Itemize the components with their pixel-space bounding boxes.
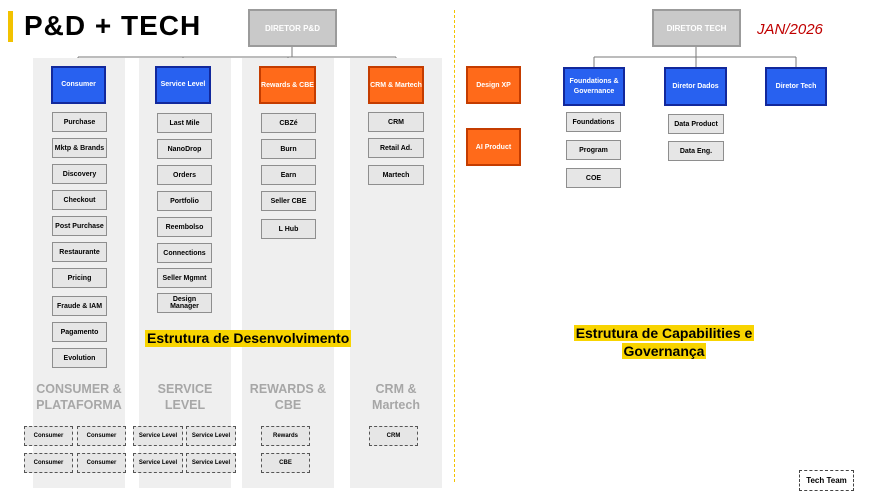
dados-item[interactable]: Data Eng.	[668, 141, 724, 161]
team-box-cbe[interactable]: CBE	[261, 453, 310, 473]
rewards-item[interactable]: Earn	[261, 165, 316, 185]
foundations-item[interactable]: COE	[566, 168, 621, 188]
service-item[interactable]: Seller Mgmnt	[157, 268, 212, 288]
foundations-governance-head[interactable]: Foundations & Governance	[563, 67, 625, 106]
area-label-rewards: REWARDS & CBE	[249, 382, 327, 412]
capabilities-label-line2: Governança	[621, 343, 707, 359]
crm-martech-head[interactable]: CRM & Martech	[368, 66, 424, 104]
team-box-rewards[interactable]: Rewards	[261, 426, 310, 446]
tech-team-legend: Tech Team	[799, 470, 854, 491]
service-item[interactable]: Connections	[157, 243, 212, 263]
team-box-consumer[interactable]: Consumer	[24, 453, 73, 473]
area-label-service: SERVICE LEVEL	[157, 382, 213, 412]
team-box-service[interactable]: Service Level	[186, 453, 236, 473]
rewards-item[interactable]: L Hub	[261, 219, 316, 239]
rewards-cbe-head[interactable]: Rewards & CBE	[259, 66, 316, 104]
crm-item[interactable]: Retail Ad.	[368, 138, 424, 158]
service-item[interactable]: Design Manager	[157, 293, 212, 313]
capabilities-label: Estrutura de Capabilities e Governança	[572, 325, 756, 361]
team-box-service[interactable]: Service Level	[186, 426, 236, 446]
area-label-consumer: CONSUMER & PLATAFORMA	[36, 382, 122, 412]
consumer-item[interactable]: Fraude & IAM	[52, 296, 107, 316]
consumer-item[interactable]: Discovery	[52, 164, 107, 184]
diretor-pd-box[interactable]: DIRETOR P&D	[248, 9, 337, 47]
dev-structure-label: Estrutura de Desenvolvimento	[145, 330, 352, 347]
service-item[interactable]: Reembolso	[157, 217, 212, 237]
consumer-item[interactable]: Mktp & Brands	[52, 138, 107, 158]
consumer-item[interactable]: Pagamento	[52, 322, 107, 342]
team-box-consumer[interactable]: Consumer	[77, 453, 126, 473]
service-item[interactable]: NanoDrop	[157, 139, 212, 159]
foundations-item[interactable]: Program	[566, 140, 621, 160]
consumer-item[interactable]: Post Purchase	[52, 216, 107, 236]
consumer-item[interactable]: Purchase	[52, 112, 107, 132]
diretor-dados-head[interactable]: Diretor Dados	[664, 67, 727, 106]
ai-product-box[interactable]: AI Product	[466, 128, 521, 166]
team-box-service[interactable]: Service Level	[133, 453, 183, 473]
consumer-item[interactable]: Restaurante	[52, 242, 107, 262]
page-title: P&D + TECH	[24, 10, 202, 41]
rewards-item[interactable]: Seller CBE	[261, 191, 316, 211]
service-item[interactable]: Portfolio	[157, 191, 212, 211]
crm-item[interactable]: Martech	[368, 165, 424, 185]
rewards-item[interactable]: CBZé	[261, 113, 316, 133]
foundations-item[interactable]: Foundations	[566, 112, 621, 132]
crm-item[interactable]: CRM	[368, 112, 424, 132]
team-box-consumer[interactable]: Consumer	[77, 426, 126, 446]
service-item[interactable]: Orders	[157, 165, 212, 185]
team-box-crm[interactable]: CRM	[369, 426, 418, 446]
service-item[interactable]: Last Mile	[157, 113, 212, 133]
title-accent-bar	[8, 11, 13, 42]
diretor-tech-head[interactable]: Diretor Tech	[765, 67, 827, 106]
consumer-item[interactable]: Pricing	[52, 268, 107, 288]
rewards-item[interactable]: Burn	[261, 139, 316, 159]
team-box-consumer[interactable]: Consumer	[24, 426, 73, 446]
design-xp-box[interactable]: Design XP	[466, 66, 521, 104]
capabilities-label-line1: Estrutura de Capabilities e	[573, 325, 755, 341]
consumer-item[interactable]: Checkout	[52, 190, 107, 210]
service-level-head[interactable]: Service Level	[155, 66, 211, 104]
area-label-crm: CRM & Martech	[372, 382, 420, 412]
consumer-head[interactable]: Consumer	[51, 66, 106, 104]
date-label: JAN/2026	[757, 21, 823, 38]
dados-item[interactable]: Data Product	[668, 114, 724, 134]
team-box-service[interactable]: Service Level	[133, 426, 183, 446]
section-divider	[454, 10, 455, 482]
diretor-tech-box[interactable]: DIRETOR TECH	[652, 9, 741, 47]
consumer-item[interactable]: Evolution	[52, 348, 107, 368]
